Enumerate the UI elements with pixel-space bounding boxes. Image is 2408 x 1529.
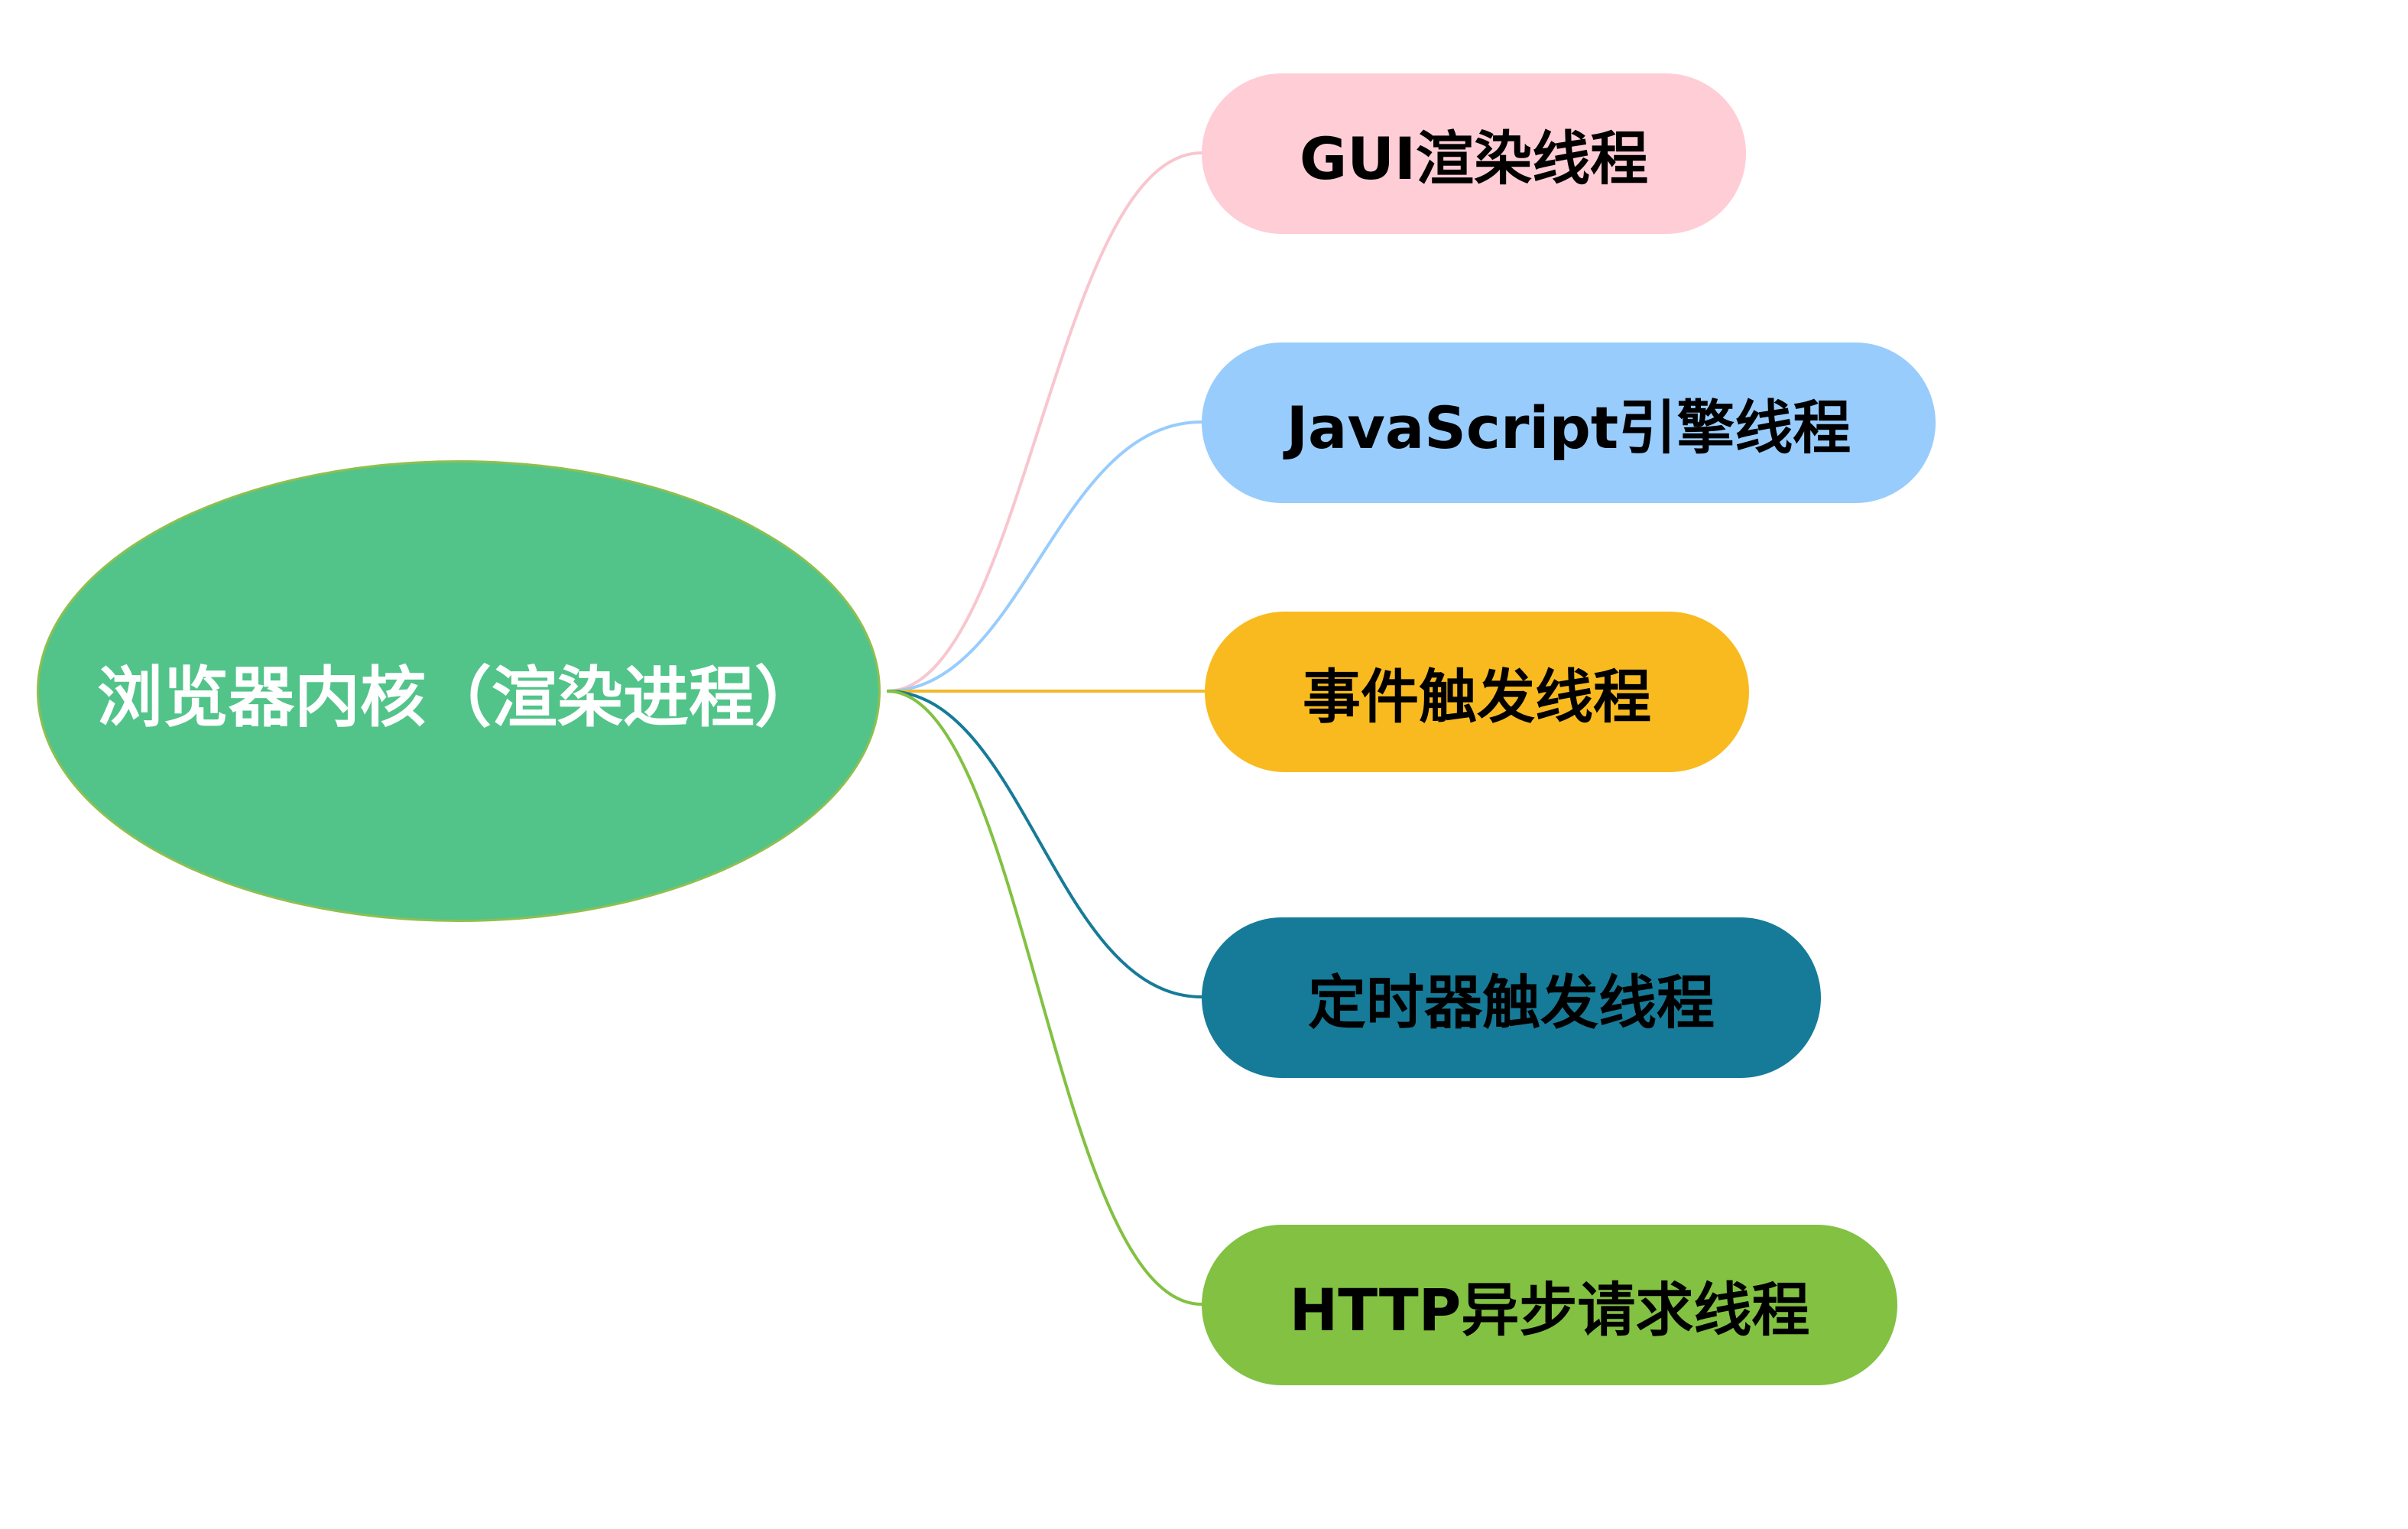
branch-node-timer-trigger-thread[interactable]: 定时器触发线程 <box>1202 917 1821 1078</box>
branch-label: JavaScript引擎线程 <box>1286 394 1851 462</box>
root-node[interactable]: 浏览器内核（渲染进程） <box>37 460 881 922</box>
branch-node-gui-render-thread[interactable]: GUI渲染线程 <box>1202 73 1746 234</box>
branch-node-javascript-engine-thread[interactable]: JavaScript引擎线程 <box>1202 342 1936 503</box>
connector-timer <box>886 690 1202 998</box>
connector-js <box>886 420 1202 693</box>
branch-node-event-trigger-thread[interactable]: 事件触发线程 <box>1205 612 1749 772</box>
branch-label: 定时器触发线程 <box>1308 969 1715 1037</box>
connector-gui <box>886 151 1202 693</box>
branch-label: 事件触发线程 <box>1303 663 1651 731</box>
branch-label: HTTP异步请求线程 <box>1289 1276 1810 1344</box>
root-label: 浏览器内核（渲染进程） <box>97 659 820 736</box>
branch-label: GUI渲染线程 <box>1299 125 1649 193</box>
connector-http <box>886 690 1202 1306</box>
branch-node-http-async-request-thread[interactable]: HTTP异步请求线程 <box>1202 1225 1897 1385</box>
